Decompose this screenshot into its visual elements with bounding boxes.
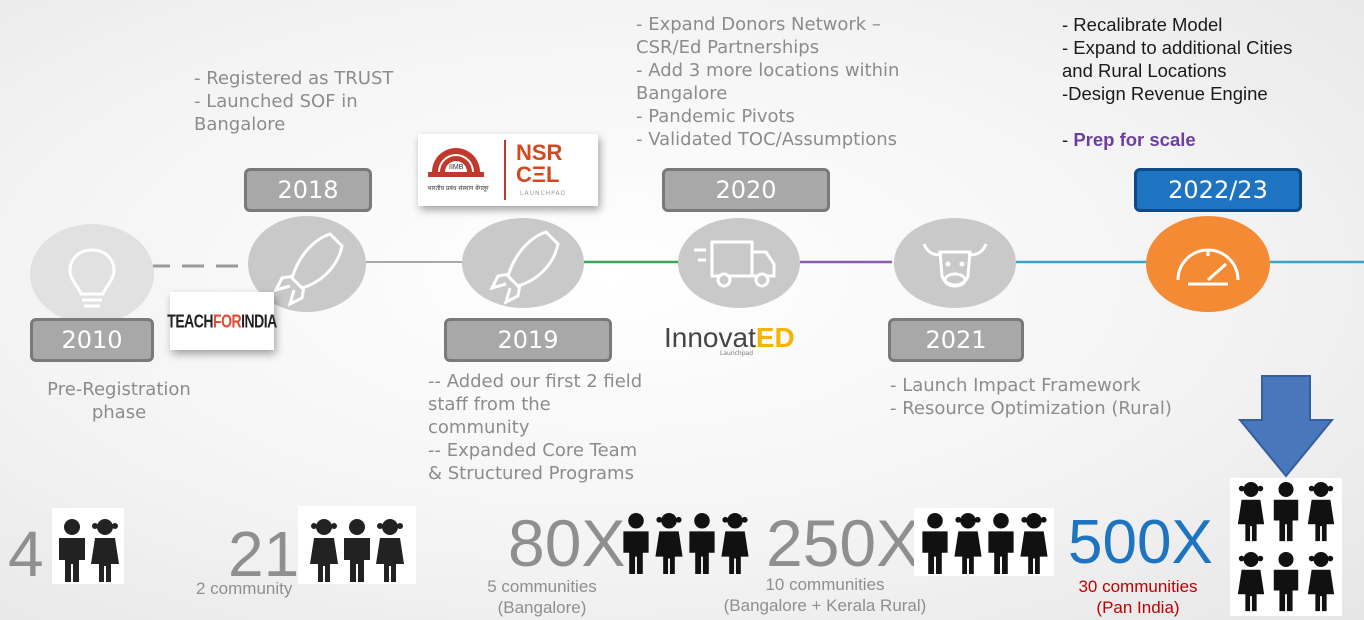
- growth-label-80x: 5 communities (Bangalore): [487, 577, 597, 617]
- boy-icon: [58, 519, 85, 582]
- people-group-4b: [914, 508, 1054, 576]
- boy-icon: [1273, 551, 1299, 611]
- boy-icon: [921, 512, 948, 575]
- growth-label-21: 2 community: [196, 579, 293, 598]
- year-box-2020: 2020: [662, 168, 830, 212]
- teachforindia-logo: TEACHFORINDIA: [167, 292, 277, 350]
- rocket-icon: [273, 232, 344, 307]
- growth-label-500x: 30 communities (Pan India): [1078, 577, 1198, 617]
- logo-text: ED: [755, 322, 795, 353]
- girl-icon: [953, 512, 982, 575]
- year-box-2021: 2021: [888, 318, 1024, 362]
- lightbulb-icon: [68, 248, 116, 308]
- girl-icon: [1019, 512, 1048, 575]
- milestone-2022-description: - Recalibrate Model - Expand to addition…: [1062, 13, 1362, 151]
- growth-value-500x: 500X: [1068, 508, 1213, 577]
- girl-icon: [376, 519, 404, 582]
- year-box-2022-23: 2022/23: [1134, 168, 1302, 212]
- desc-line-emphasis: - Prep for scale: [1062, 105, 1362, 151]
- desc-line: and Rural Locations: [1062, 60, 1227, 81]
- logo-text: Innovat: [664, 322, 756, 353]
- logo-divider: [504, 140, 506, 200]
- year-box-2018: 2018: [244, 168, 372, 212]
- nsrcel-title-line: NSR: [516, 140, 563, 165]
- girl-icon: [720, 512, 749, 575]
- launchpad-subtext: LAUNCHPAD: [520, 190, 567, 197]
- prep-for-scale-text: Prep for scale: [1073, 129, 1196, 150]
- girl-icon: [1307, 482, 1335, 542]
- iimb-label: IIMB: [449, 164, 464, 171]
- milestone-2018-description: - Registered as TRUST - Launched SOF in …: [194, 68, 394, 135]
- milestone-2019-description: -- Added our first 2 field staff from th…: [428, 371, 643, 484]
- people-group-4: [616, 508, 754, 576]
- year-box-2010: 2010: [30, 318, 154, 362]
- girl-icon: [1237, 482, 1265, 542]
- rocket-icon: [489, 230, 560, 305]
- truck-icon: [694, 240, 776, 288]
- nsrcel-title: NSR CΞL: [516, 142, 562, 186]
- desc-line: - Expand to additional Cities: [1062, 37, 1293, 58]
- girl-icon: [654, 512, 683, 575]
- people-group-2: [52, 508, 124, 584]
- boy-icon: [688, 512, 715, 575]
- growth-value-21: 21: [228, 518, 300, 590]
- milestone-2020-circle: [678, 218, 800, 308]
- desc-prefix: -: [1062, 129, 1074, 150]
- milestone-2021-description: - Launch Impact Framework - Resource Opt…: [890, 375, 1172, 419]
- boy-icon: [622, 512, 649, 575]
- nsrcel-title-line: CΞL: [516, 162, 560, 187]
- desc-line: -Design Revenue Engine: [1062, 83, 1268, 104]
- girl-icon: [90, 519, 119, 582]
- boy-icon: [1273, 482, 1299, 542]
- girl-icon: [1307, 551, 1335, 611]
- girl-icon: [310, 519, 338, 582]
- girl-icon: [1237, 551, 1265, 611]
- growth-value-80x: 80X: [508, 506, 626, 580]
- nsrcel-logo: IIMB भारतीय प्रबंध संस्थान बेंगलूर NSR C…: [418, 134, 598, 206]
- innovated-logo: InnovatED Launchpad: [664, 322, 814, 372]
- milestone-2022-circle: [1146, 216, 1270, 312]
- down-arrow-icon: [1238, 375, 1334, 478]
- growth-label-250x: 10 communities (Bangalore + Kerala Rural…: [723, 575, 927, 615]
- people-group-3: [298, 506, 416, 584]
- iimb-subtext: भारतीय प्रबंध संस्थान बेंगलूर: [427, 185, 489, 192]
- milestone-2020-description: - Expand Donors Network – CSR/Ed Partner…: [636, 14, 900, 150]
- milestone-2021-circle: [894, 218, 1016, 308]
- boy-icon: [344, 519, 370, 582]
- iimb-emblem-icon: IIMB: [428, 148, 484, 177]
- logo-text: TEACH: [167, 310, 214, 332]
- launchpad-subtext: Launchpad: [720, 350, 754, 357]
- milestone-2010-description: Pre-Registration phase: [47, 379, 191, 423]
- milestone-2010-circle: [30, 224, 154, 324]
- people-group-6: [1230, 478, 1342, 616]
- speedometer-icon: [1176, 248, 1240, 286]
- year-box-2019: 2019: [444, 318, 612, 362]
- growth-value-4: 4: [8, 518, 44, 590]
- logo-text: FOR: [213, 310, 242, 332]
- logo-text: INDIA: [241, 310, 277, 332]
- growth-value-250x: 250X: [766, 506, 921, 580]
- desc-line: - Recalibrate Model: [1062, 14, 1223, 35]
- cow-icon: [922, 243, 988, 288]
- boy-icon: [987, 512, 1014, 575]
- milestone-2019-circle: [462, 218, 584, 308]
